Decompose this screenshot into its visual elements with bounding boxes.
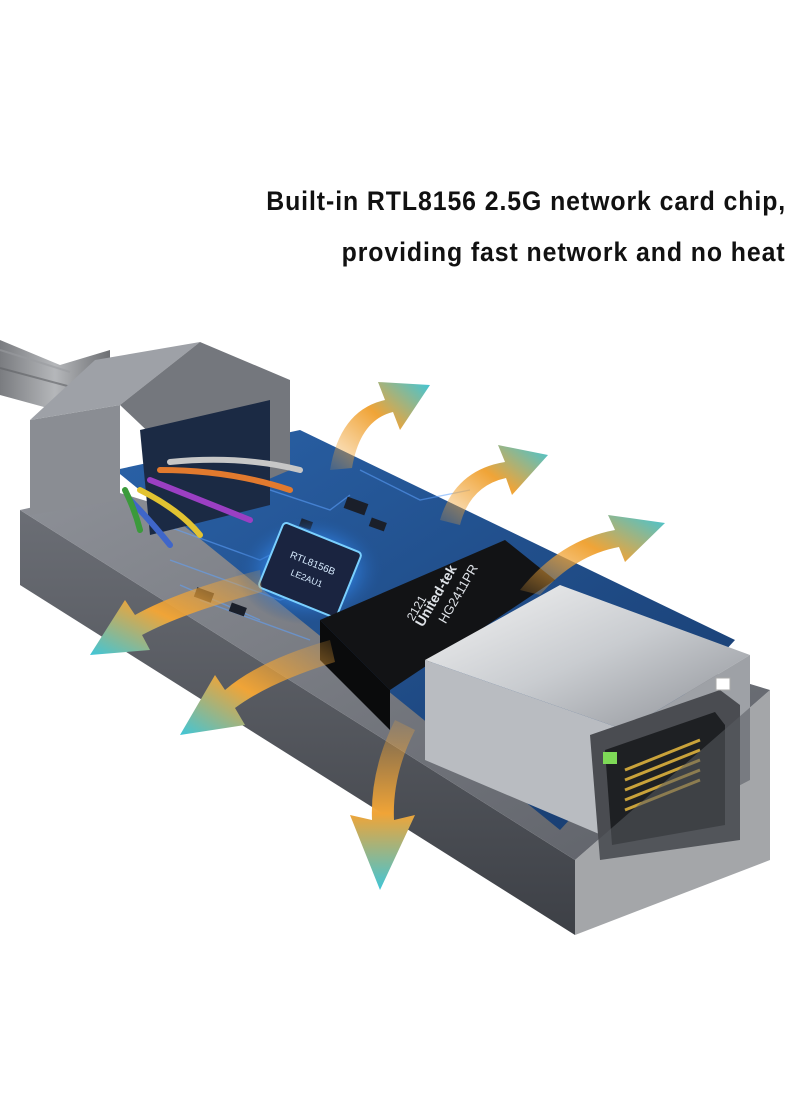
heat-arrow-up-1	[330, 382, 430, 470]
heat-arrow-left-1	[90, 570, 262, 655]
headline-line-2: providing fast network and no heat	[342, 237, 786, 267]
green-led-icon	[603, 752, 617, 764]
heat-arrow-down	[350, 720, 415, 890]
heat-arrow-left-2	[180, 640, 335, 735]
headline-line-1: Built-in RTL8156 2.5G network card chip,	[266, 186, 786, 216]
heat-arrow-up-2	[440, 445, 548, 525]
keystone-block	[30, 405, 120, 515]
heat-arrow-up-3	[520, 515, 665, 595]
rtl8156-chip: RTL8156B LE2AU1	[258, 522, 362, 618]
adapter-end-cap	[575, 690, 770, 935]
ethernet-wires	[122, 456, 303, 548]
